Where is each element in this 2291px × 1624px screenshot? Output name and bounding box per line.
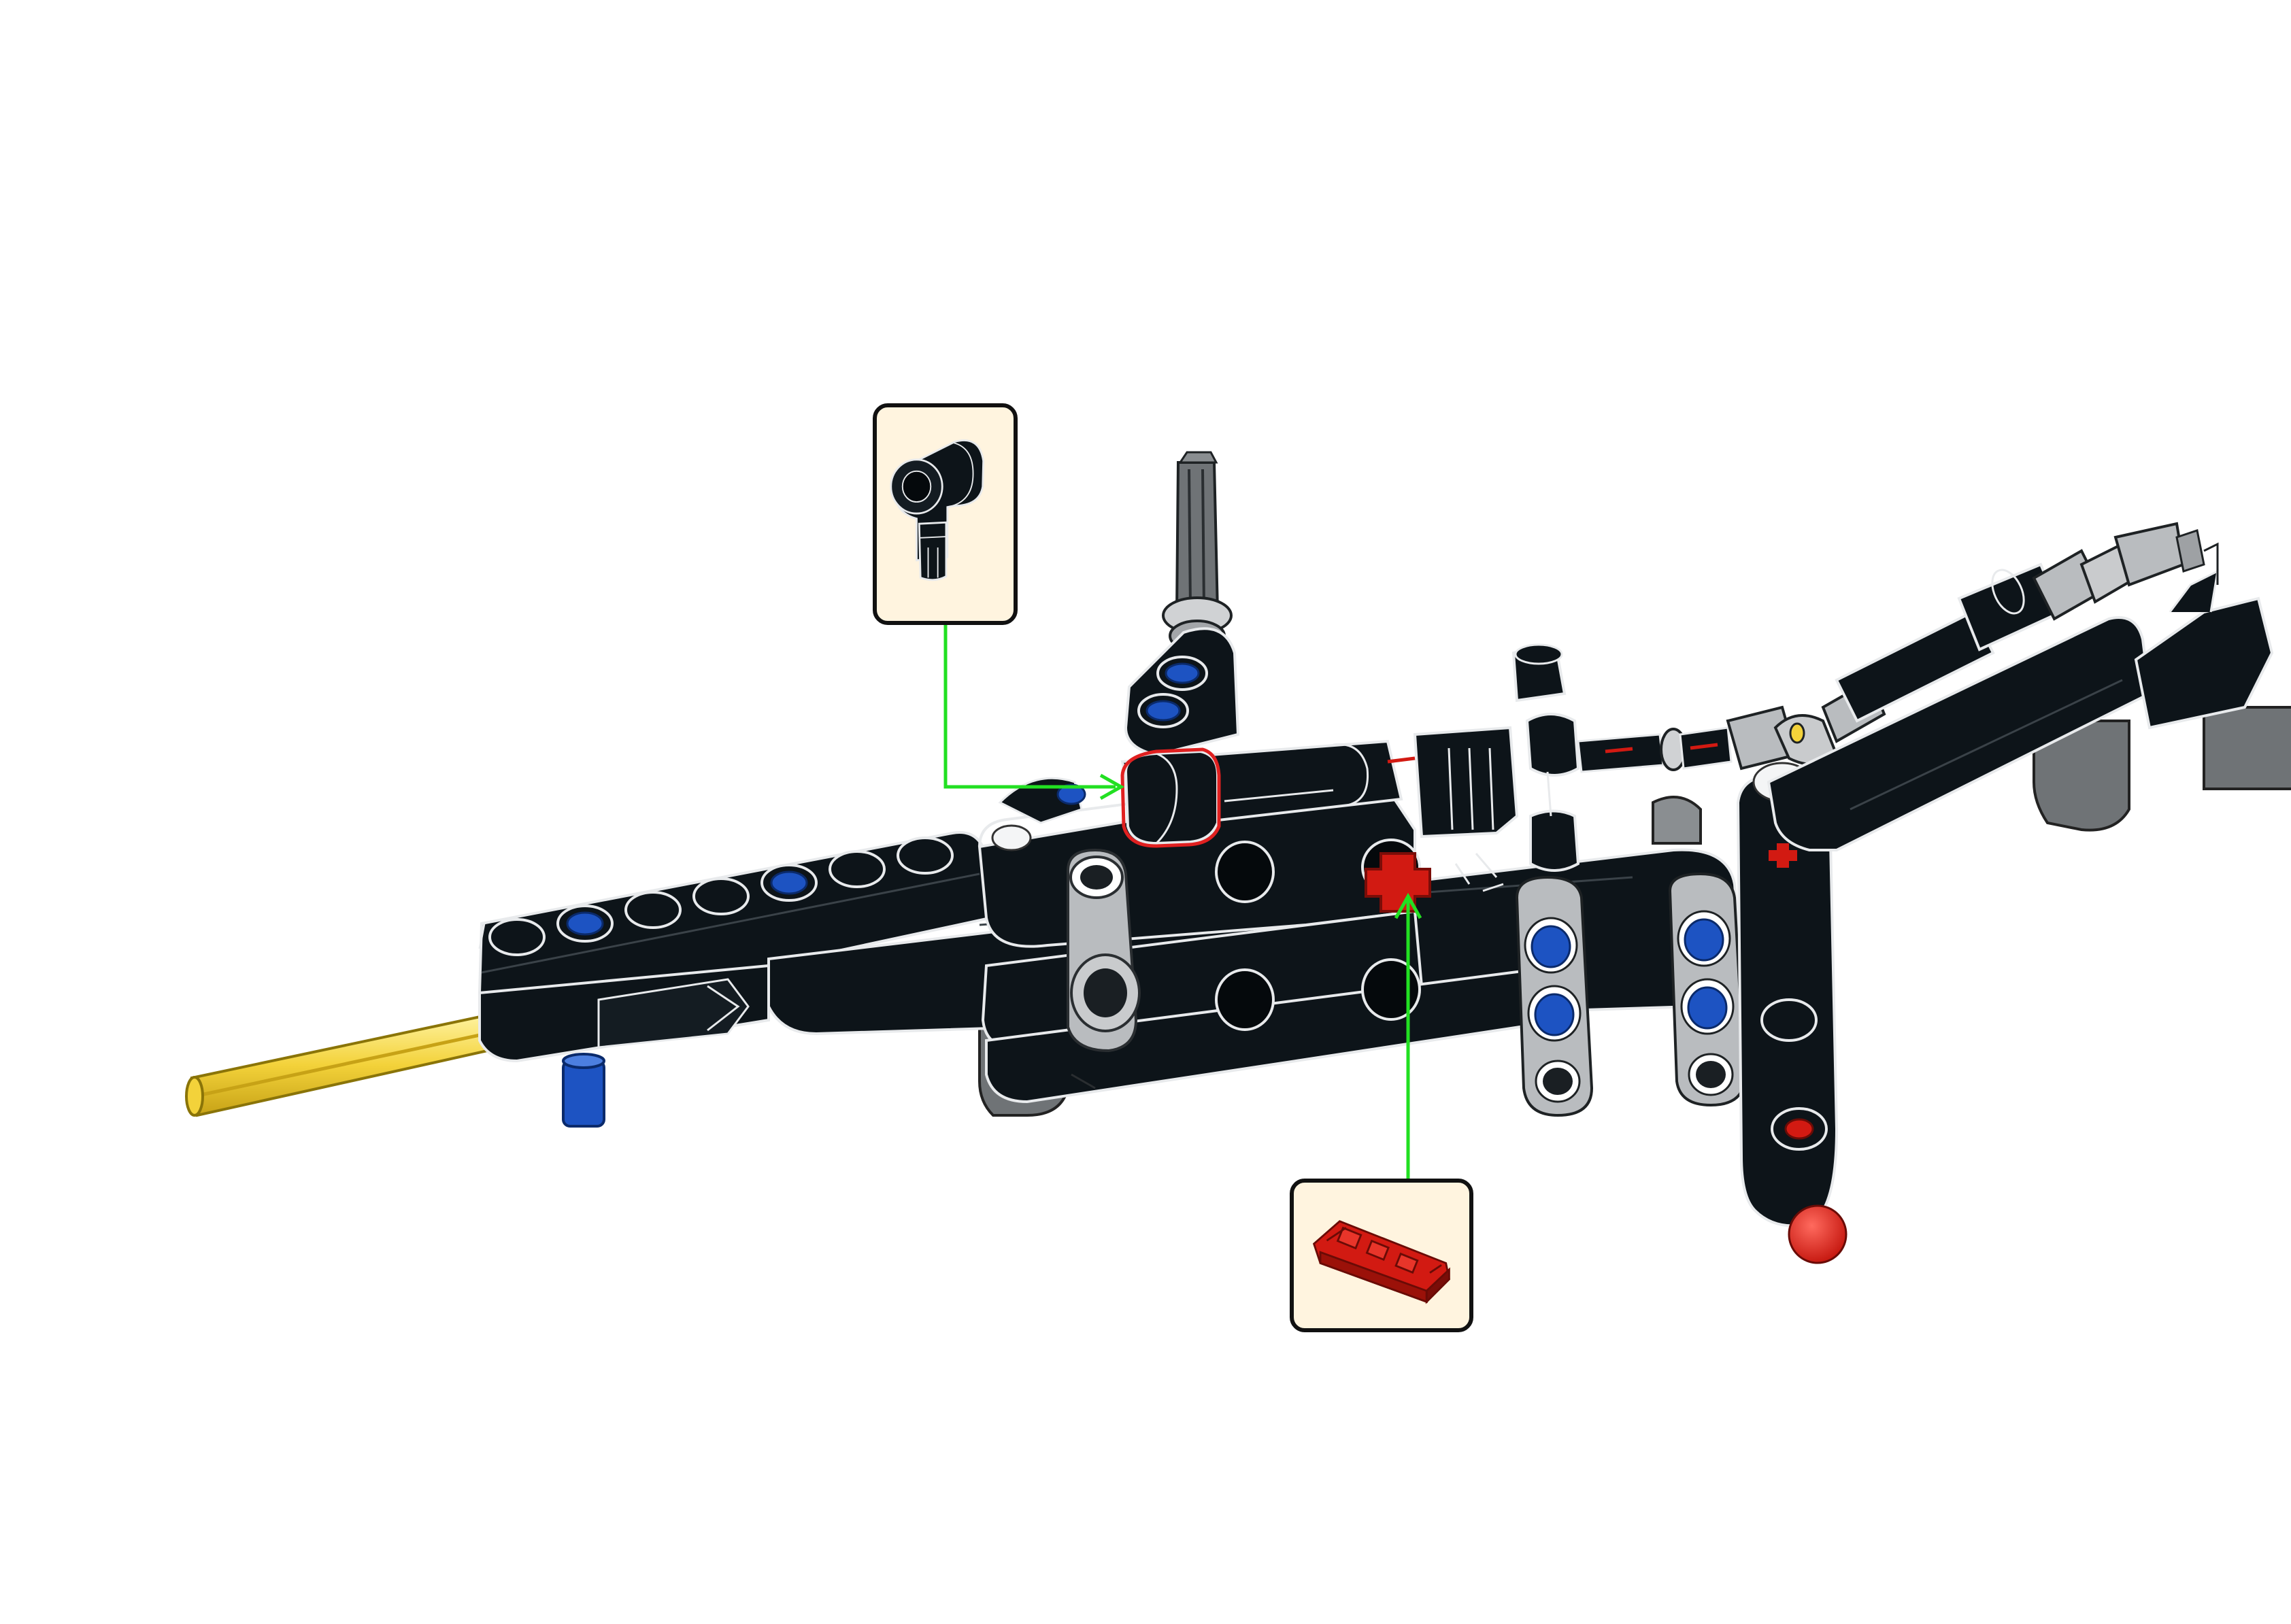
vertical-dark-gray-axle xyxy=(1162,451,1233,652)
light-gray-liftarm-right xyxy=(1668,872,1747,1107)
blue-pin-bottom xyxy=(562,1053,605,1128)
part-callout-red-connector xyxy=(1290,1179,1473,1332)
pointer-line-2 xyxy=(1394,892,1422,1179)
part-callout-perpendicular-connector xyxy=(873,403,1018,625)
yellow-axle xyxy=(185,1013,499,1117)
technic-red-connector-plate-icon xyxy=(1312,1220,1450,1304)
pointer-line-1 xyxy=(943,625,1125,800)
right-diagonal-liftarm xyxy=(1767,522,2274,851)
technic-pin-connector-perpendicular-icon xyxy=(890,439,985,581)
highlighted-new-connector xyxy=(1120,747,1221,848)
upper-angled-liftarm xyxy=(1124,627,1240,757)
gray-perpendicular-connector-front xyxy=(1067,848,1141,1089)
left-liftarm xyxy=(478,831,992,1063)
light-gray-liftarm-left xyxy=(1515,875,1594,1117)
